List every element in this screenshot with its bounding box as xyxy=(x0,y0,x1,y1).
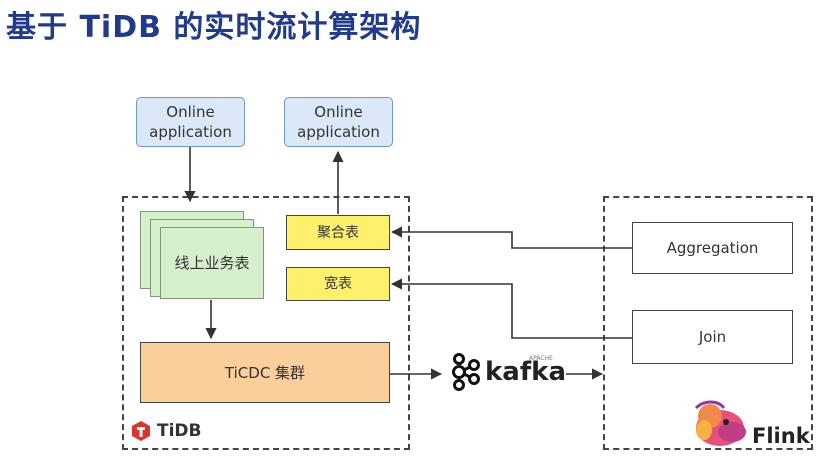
aggregate-table-label: 聚合表 xyxy=(317,224,359,241)
wide-table-box: 宽表 xyxy=(286,267,390,301)
ticdc-cluster-label: TiCDC 集群 xyxy=(224,363,306,382)
tidb-cluster-boundary xyxy=(122,196,410,450)
kafka-logo: kafka APACHE xyxy=(448,352,566,392)
flink-cluster-boundary xyxy=(603,196,813,450)
page-title: 基于 TiDB 的实时流计算架构 xyxy=(6,10,422,45)
online-business-table-label: 线上业务表 xyxy=(174,254,250,272)
arrow-aggregation-to-agg-table xyxy=(390,226,632,249)
kafka-apache-label: APACHE xyxy=(529,355,553,362)
kafka-wordmark: kafka xyxy=(485,357,566,387)
tidb-logo-icon xyxy=(132,421,150,441)
wide-table-label: 宽表 xyxy=(324,276,352,292)
tidb-logo: TiDB xyxy=(130,420,202,442)
flink-squirrel-icon xyxy=(694,400,746,446)
online-business-table-box: 线上业务表 xyxy=(160,227,264,299)
tidb-logo-text: TiDB xyxy=(157,421,202,441)
online-application-label-2: Online application xyxy=(297,103,380,141)
kafka-logo-icon xyxy=(452,353,480,391)
ticdc-cluster-box: TiCDC 集群 xyxy=(140,342,390,403)
aggregate-table-box: 聚合表 xyxy=(286,215,390,250)
aggregation-label: Aggregation xyxy=(666,239,759,257)
online-application-label-1: Online application xyxy=(149,103,232,141)
online-application-box-2: Online application xyxy=(284,97,393,147)
arrow-join-to-wide-table xyxy=(390,278,632,339)
aggregation-box: Aggregation xyxy=(632,222,793,274)
online-application-box-1: Online application xyxy=(136,97,245,147)
join-label: Join xyxy=(698,328,727,346)
flink-logo-text: Flink xyxy=(752,424,810,448)
join-box: Join xyxy=(632,310,793,364)
kafka-logo-text: kafka APACHE xyxy=(485,355,566,387)
